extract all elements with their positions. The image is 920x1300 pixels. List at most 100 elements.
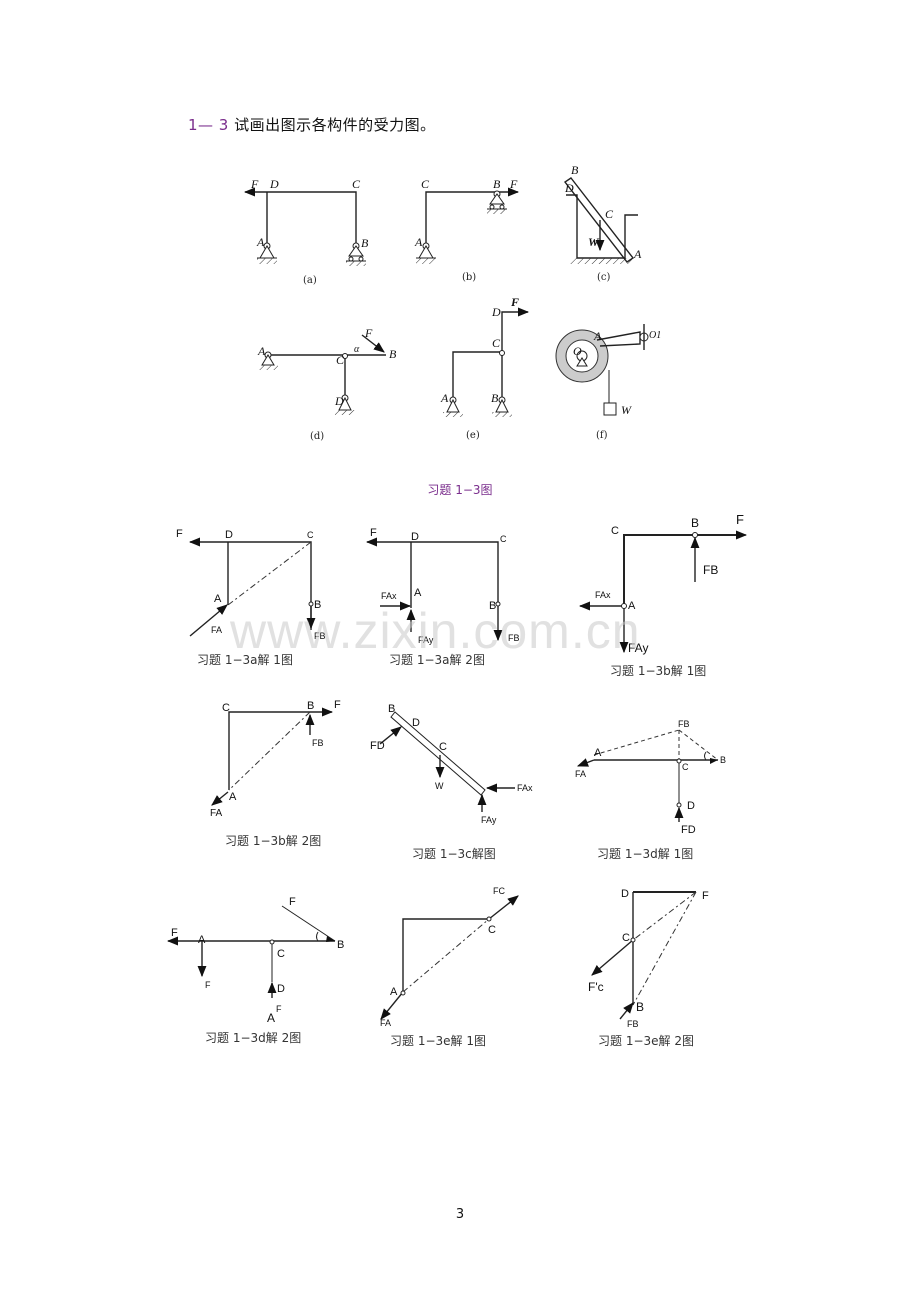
solution-caption-8: 习题 1−3e解 1图 <box>390 1034 486 1048</box>
label: B <box>389 347 397 361</box>
label: FAx <box>381 591 397 601</box>
problem-figure-f: A O O1 W (f) <box>555 324 661 441</box>
label: A <box>440 391 449 405</box>
label: C <box>682 762 689 772</box>
exercise-number: 1— 3 <box>188 116 229 134</box>
label: F <box>250 177 259 191</box>
label: A <box>594 747 602 759</box>
label: C <box>336 353 345 367</box>
label: A <box>414 587 422 599</box>
label: FAx <box>595 590 611 600</box>
label: D <box>491 305 501 319</box>
figure-caption-b: (b) <box>462 272 476 283</box>
label: α <box>354 344 360 355</box>
exercise-text: 试画出图示各构件的受力图。 <box>234 116 436 134</box>
label: A <box>593 329 602 343</box>
label: A <box>257 344 266 358</box>
label: C <box>439 741 447 753</box>
label: C <box>307 530 314 540</box>
label: B <box>361 236 369 250</box>
label: A <box>229 791 237 803</box>
label: C <box>488 924 496 936</box>
label: FA <box>210 808 223 819</box>
solution-caption-9: 习题 1−3e解 2图 <box>598 1034 694 1048</box>
label: B <box>489 600 496 612</box>
solution-caption-2: 习题 1−3a解 2图 <box>389 653 485 667</box>
label: FA <box>575 769 586 779</box>
label: FD <box>370 740 385 752</box>
label: W <box>435 781 444 791</box>
solution-figure-8: FC C A FA 习题 1−3e解 1图 <box>380 886 519 1048</box>
label: B <box>307 700 314 712</box>
label: FB <box>627 1019 639 1029</box>
label: D <box>687 800 695 812</box>
label: O1 <box>649 330 661 341</box>
label: O <box>573 344 582 358</box>
label: F'c <box>588 980 604 994</box>
label: C <box>500 534 507 544</box>
solution-caption-4: 习题 1−3b解 2图 <box>225 834 321 848</box>
label: FB <box>314 631 326 641</box>
problem-figure-c: B D C W A (c) <box>563 163 642 283</box>
label: F <box>370 527 377 539</box>
label: F <box>276 1004 282 1014</box>
figure-caption-c: (c) <box>597 272 611 283</box>
solution-caption-3: 习题 1−3b解 1图 <box>610 664 706 678</box>
label: C <box>492 336 501 350</box>
exercise-heading: 1— 3 试画出图示各构件的受力图。 <box>188 114 436 135</box>
solution-caption-1: 习题 1−3a解 1图 <box>197 653 293 667</box>
label: B <box>571 163 579 177</box>
label: D <box>269 177 279 191</box>
label: D <box>411 531 419 543</box>
label: F <box>510 295 519 309</box>
label: FA <box>380 1018 391 1028</box>
label: D <box>564 181 574 195</box>
solution-figure-2: F D C FAx A FAy B FB 习题 1−3a解 2图 <box>365 527 520 667</box>
label: A <box>414 235 423 249</box>
label: FAy <box>418 635 434 645</box>
label: F <box>205 980 211 990</box>
label: B <box>491 391 499 405</box>
solution-caption-6: 习题 1−3d解 1图 <box>597 847 693 861</box>
label: FAx <box>517 783 533 793</box>
label: FB <box>312 738 324 748</box>
label: A <box>628 600 636 612</box>
figure-caption: 习题 1−3图 <box>427 483 493 497</box>
solution-caption-5: 习题 1−3c解图 <box>412 847 496 861</box>
label: F <box>702 890 709 902</box>
label: W <box>588 235 600 249</box>
label: B <box>636 1000 644 1014</box>
label: B <box>720 755 726 765</box>
label: B <box>388 703 395 715</box>
label: FAy <box>628 641 648 655</box>
label: A <box>633 247 642 261</box>
label: F <box>171 927 178 939</box>
label: D <box>334 394 344 408</box>
label: A <box>390 986 398 998</box>
figure-caption-f: (f) <box>596 430 608 441</box>
figure-caption-d: (d) <box>310 431 324 442</box>
solution-figure-7: F F A C B F D F A 习题 1−3d解 2图 <box>166 896 344 1045</box>
solution-caption-7: 习题 1−3d解 2图 <box>205 1031 301 1045</box>
problem-figure-b: C B F A (b) <box>414 177 520 283</box>
label: D <box>225 529 233 541</box>
label: D <box>621 888 629 900</box>
solution-figure-6: FB A B FA C D FD 习题 1−3d解 1图 <box>575 719 726 861</box>
label: F <box>509 177 518 191</box>
label: B <box>337 939 344 951</box>
label: F <box>176 528 183 540</box>
problem-figure-d: A C F α B D (d) <box>257 326 397 442</box>
label: A <box>198 934 206 946</box>
solution-figure-1: F D C A FA B FB 习题 1−3a解 1图 <box>176 528 326 667</box>
label: FAy <box>481 815 497 825</box>
label: FA <box>211 625 222 635</box>
label: A <box>214 593 222 605</box>
solution-figure-9: D F C F'c B FB 习题 1−3e解 2图 <box>588 888 709 1048</box>
label: B <box>691 516 699 530</box>
label: F <box>364 326 373 340</box>
label: D <box>277 983 285 995</box>
label: B <box>314 599 321 611</box>
label: F <box>289 896 296 908</box>
watermark: www.zixin.com.cn <box>230 603 641 659</box>
